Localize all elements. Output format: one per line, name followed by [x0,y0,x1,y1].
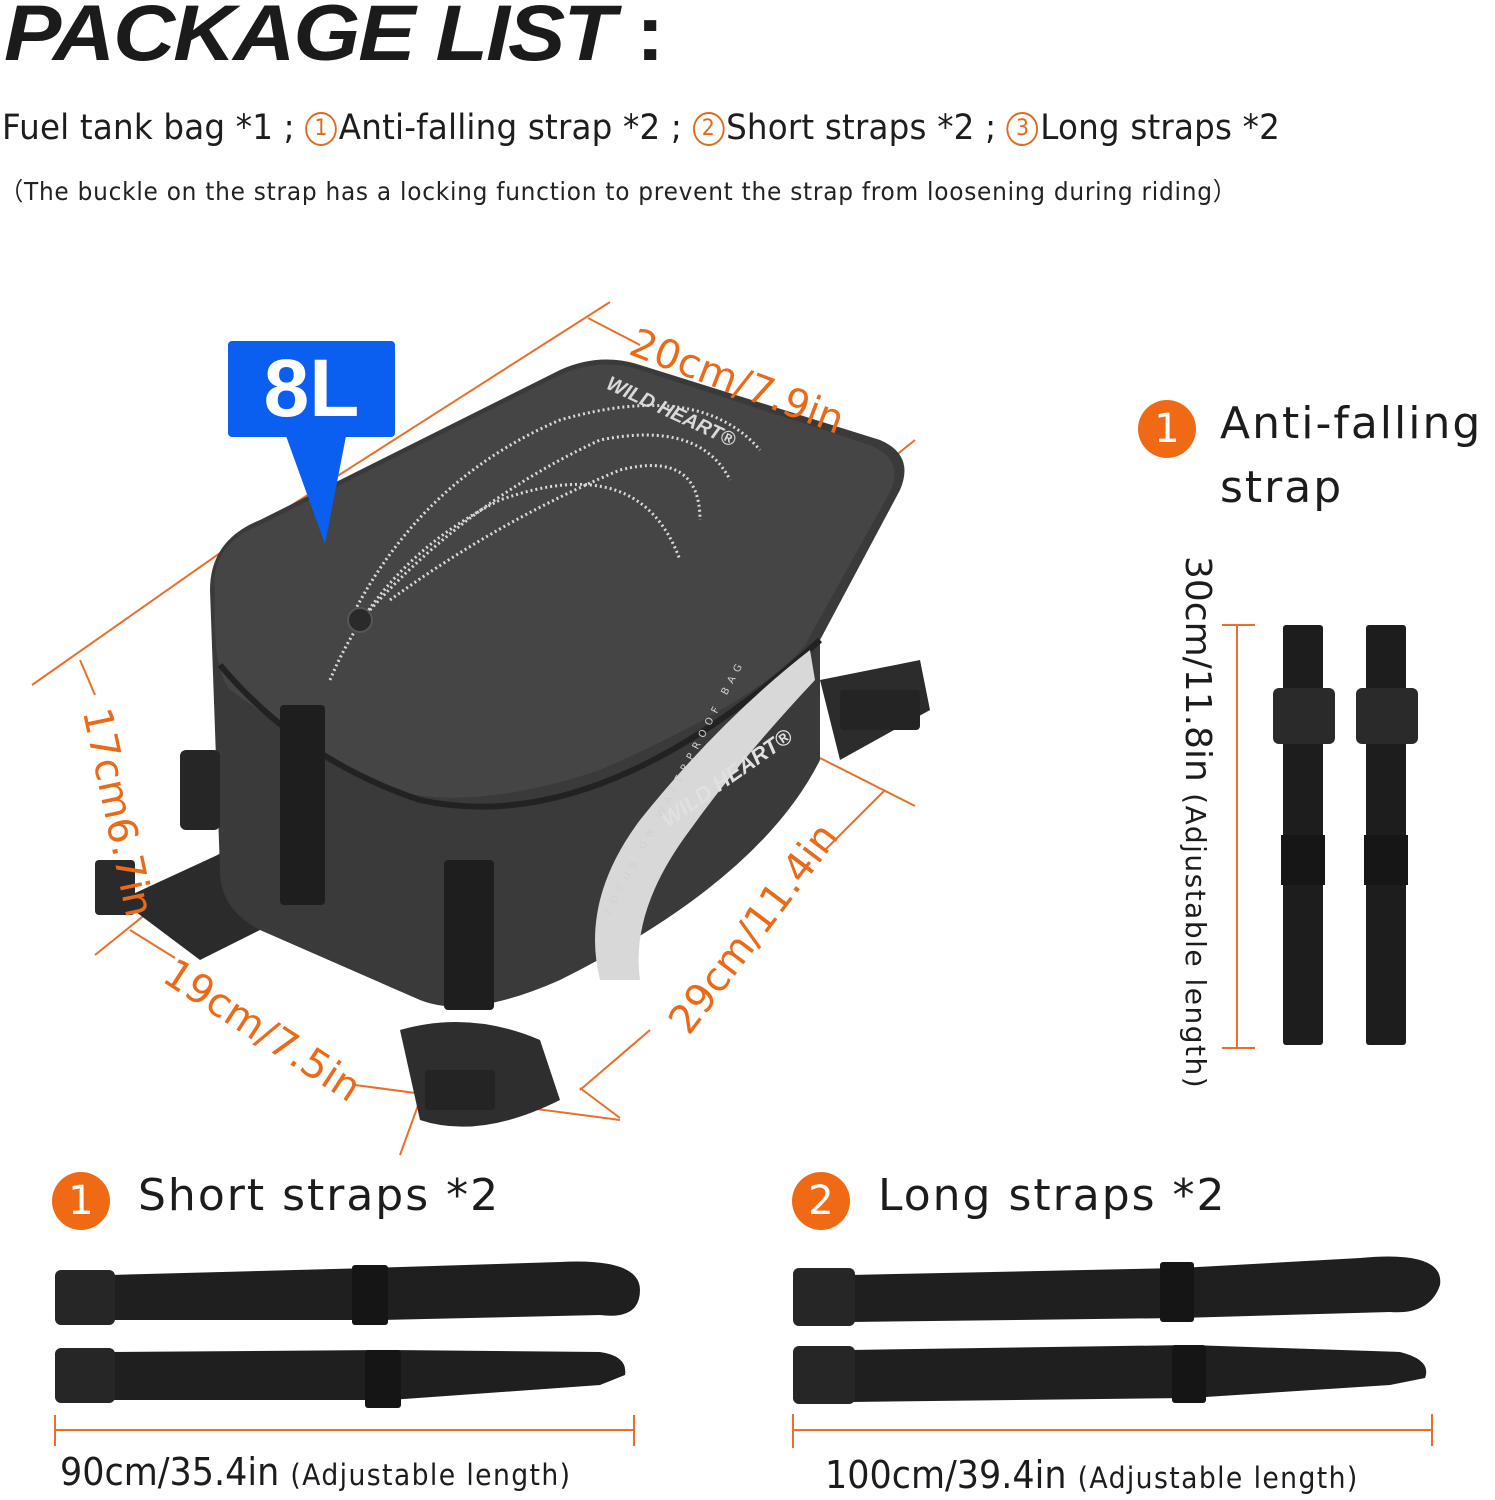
number-badge-2-icon: 2 [792,1172,850,1230]
summary-item-bag: Fuel tank bag *1 ; [2,108,295,148]
long-straps-length: 100cm/39.4in (Adjustable length) [825,1453,1359,1497]
capacity-badge: 8L [228,341,395,437]
circled-number-3-icon: 3 [1006,112,1039,146]
short-straps-length: 90cm/35.4in (Adjustable length) [60,1450,571,1494]
anti-falling-straps-image [1273,625,1418,1045]
title-text: PACKAGE LIST [4,0,616,78]
anti-falling-length: 30cm/11.8in (Adjustable length) [1177,556,1218,1136]
short-straps-image [55,1261,640,1408]
anti-falling-length-value: 30cm/11.8in [1177,556,1218,782]
title-colon: : [635,0,665,78]
anti-falling-label-line1: Anti-falling [1220,398,1483,449]
buckle-note: （The buckle on the strap has a locking f… [0,177,1237,206]
summary-item-long: Long straps *2 [1040,108,1280,148]
number-badge-1-icon: 1 [52,1172,110,1230]
circled-number-1-icon: 1 [305,112,337,146]
long-straps-length-value: 100cm/39.4in [825,1453,1067,1497]
long-straps-image [793,1256,1441,1404]
anti-falling-length-note: (Adjustable length) [1179,793,1212,1090]
page-title: PACKAGE LIST: [4,0,664,73]
anti-falling-label-line2: strap [1220,462,1344,513]
long-straps-length-note: (Adjustable length) [1077,1461,1359,1495]
number-badge-1-icon: 1 [1138,400,1196,458]
long-straps-label: Long straps *2 [878,1170,1227,1221]
summary-item-short: Short straps *2 ; [726,108,997,148]
short-straps-length-note: (Adjustable length) [290,1458,572,1492]
short-straps-label: Short straps *2 [138,1170,501,1221]
summary-item-anti-falling: Anti-falling strap *2 ; [338,108,683,148]
short-straps-length-value: 90cm/35.4in [60,1450,280,1494]
circled-number-2-icon: 2 [692,112,725,146]
